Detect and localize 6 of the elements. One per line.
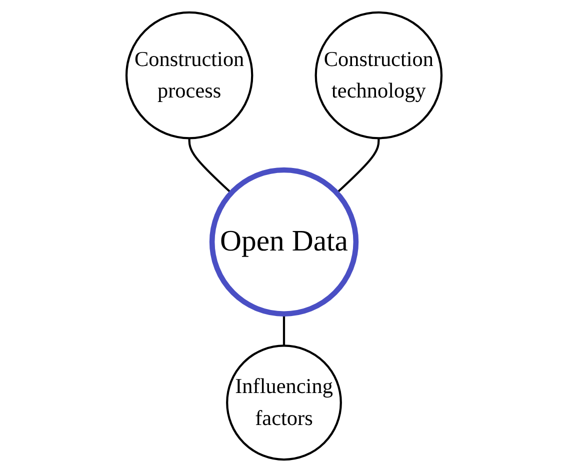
connector	[336, 138, 380, 194]
node-circle: Open Data	[209, 167, 359, 317]
connector	[188, 138, 232, 194]
node-circle: Construction technology	[314, 11, 443, 140]
node-circle: Construction process	[125, 11, 254, 140]
node-circle: Influencing factors	[226, 344, 342, 461]
